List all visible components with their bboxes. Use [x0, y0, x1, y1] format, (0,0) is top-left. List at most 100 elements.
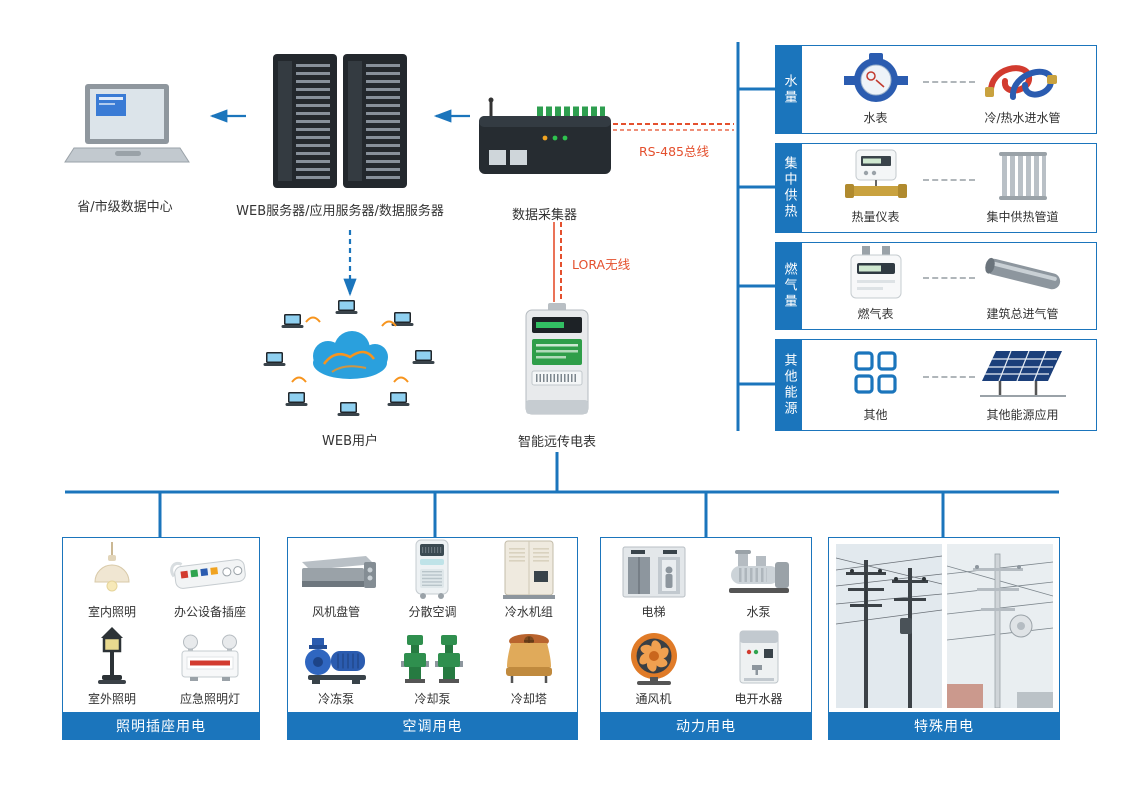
smart-meter-label: 智能远传电表: [517, 435, 596, 450]
fan-coil-label: 风机盘管: [312, 605, 361, 619]
solar-panel-icon: [979, 350, 1066, 397]
power-lines-photo: [835, 544, 942, 708]
elevator-icon: [622, 546, 685, 598]
cooling-tower-item: 冷却塔: [481, 625, 577, 712]
solar-label: 其他能源应用: [986, 408, 1059, 422]
datacenter-label: 省/市级数据中心: [77, 200, 173, 215]
collector-node: 数据采集器: [472, 96, 617, 223]
server-rack-icon: [273, 54, 407, 188]
portable-ac-label: 分散空调: [408, 605, 457, 619]
datacenter-node: 省/市级数据中心: [50, 82, 200, 215]
pendant-lamp-icon: [94, 542, 130, 592]
servers-label: WEB服务器/应用服务器/数据服务器: [236, 204, 444, 219]
panel-hvac-title: 空调用电: [287, 712, 578, 740]
panel-other-energy: 其他能源 其他: [775, 339, 1097, 431]
smart-meter-node: 智能远传电表: [497, 303, 617, 450]
elevator-label: 电梯: [641, 605, 666, 619]
chilled-pump-item: 冷冻泵: [288, 625, 384, 712]
power-tower-photo: [946, 544, 1053, 708]
power-strip-icon: [170, 559, 246, 589]
panel-special: 特殊用电: [828, 537, 1060, 740]
client-devices: [263, 300, 435, 416]
item-connector-dash: [922, 179, 976, 182]
laptop-icon: [63, 84, 190, 163]
servers-node: WEB服务器/应用服务器/数据服务器: [230, 50, 450, 219]
rs485-label: RS-485总线: [639, 144, 709, 159]
solar-item: 其他能源应用: [949, 340, 1096, 430]
panel-heating-tab: 集中供热: [776, 144, 802, 232]
ventilation-fan-item: 通风机: [601, 625, 706, 712]
grid-squares-icon: [853, 351, 897, 394]
outdoor-lighting-label: 室外照明: [87, 692, 136, 706]
water-hoses-item: 冷/热水进水管: [949, 46, 1096, 133]
radiator-icon: [998, 152, 1047, 200]
cloud-network-icon: [263, 300, 435, 416]
panel-gas: 燃气量 燃气表: [775, 242, 1097, 330]
panel-water: 水量 水表: [775, 45, 1097, 134]
lora-label: LORA无线: [572, 257, 631, 272]
web-users-node: WEB用户: [262, 300, 438, 449]
garden-lamp-icon: [98, 627, 126, 684]
cooling-tower-icon: [505, 634, 552, 683]
radiator-label: 集中供热管道: [986, 210, 1059, 224]
water-meter-label: 水表: [863, 111, 888, 125]
gas-meter-item: 燃气表: [802, 243, 949, 329]
chilled-water-pump-icon: [305, 638, 367, 684]
heat-meter-item: 热量仪表: [802, 144, 949, 232]
chiller-item: 冷水机组: [481, 538, 577, 625]
water-meter-item: 水表: [802, 46, 949, 133]
power-strip-label: 办公设备插座: [173, 605, 246, 619]
chiller-label: 冷水机组: [504, 605, 553, 619]
electric-boiler-item: 电开水器: [706, 625, 811, 712]
panel-gas-tab: 燃气量: [776, 243, 802, 329]
item-connector-dash: [922, 376, 976, 378]
web-users-label: WEB用户: [322, 434, 378, 449]
water-pump-label: 水泵: [746, 605, 771, 619]
water-pump-icon: [728, 550, 789, 593]
structure-lines: [65, 42, 1059, 537]
portable-ac-icon: [415, 539, 449, 599]
pump-1: [401, 635, 430, 683]
panel-power-title: 动力用电: [600, 712, 812, 740]
collector-label: 数据采集器: [511, 208, 577, 223]
water-hoses-label: 冷/热水进水管: [984, 111, 1061, 125]
smart-meter-icon: [525, 303, 589, 415]
cooling-tower-label: 冷却塔: [510, 692, 547, 706]
indoor-lighting-item: 室内照明: [63, 538, 161, 625]
gas-pipe-icon: [984, 257, 1060, 290]
gas-pipe-label: 建筑总进气管: [986, 307, 1059, 321]
cooling-pump-label: 冷却泵: [414, 692, 451, 706]
comm-links: [553, 123, 734, 302]
pump-2: [435, 635, 464, 683]
emergency-light-icon: [181, 634, 239, 681]
emergency-light-label: 应急照明灯: [179, 692, 240, 706]
cloud: [313, 331, 388, 379]
heat-meter-icon: [844, 149, 907, 198]
flow-arrows: [209, 109, 470, 297]
other-item: 其他: [802, 340, 949, 430]
indoor-lighting-label: 室内照明: [87, 605, 136, 619]
portable-ac-item: 分散空调: [384, 538, 480, 625]
radiator-item: 集中供热管道: [949, 144, 1096, 232]
panel-power: 电梯 水泵: [600, 537, 812, 740]
chilled-pump-label: 冷冻泵: [318, 692, 355, 706]
electric-boiler-label: 电开水器: [734, 692, 783, 706]
fan-coil-icon: [302, 556, 377, 588]
emergency-light-item: 应急照明灯: [161, 625, 259, 712]
electric-boiler-icon: [739, 630, 778, 684]
data-collector-icon: [478, 97, 611, 174]
panel-hvac: 风机盘管 分散空调: [287, 537, 578, 740]
fan-coil-item: 风机盘管: [288, 538, 384, 625]
outdoor-lighting-item: 室外照明: [63, 625, 161, 712]
ventilation-fan-icon: [630, 633, 677, 685]
panel-heating: 集中供热 热量仪表: [775, 143, 1097, 233]
item-connector-dash: [922, 80, 976, 83]
cooling-pump-item: 冷却泵: [384, 625, 480, 712]
power-strip-item: 办公设备插座: [161, 538, 259, 625]
panel-lighting: 室内照明 办公设备插座: [62, 537, 260, 740]
elevator-item: 电梯: [601, 538, 706, 625]
wifi-arcs: [291, 316, 409, 383]
item-connector-dash: [922, 277, 976, 280]
